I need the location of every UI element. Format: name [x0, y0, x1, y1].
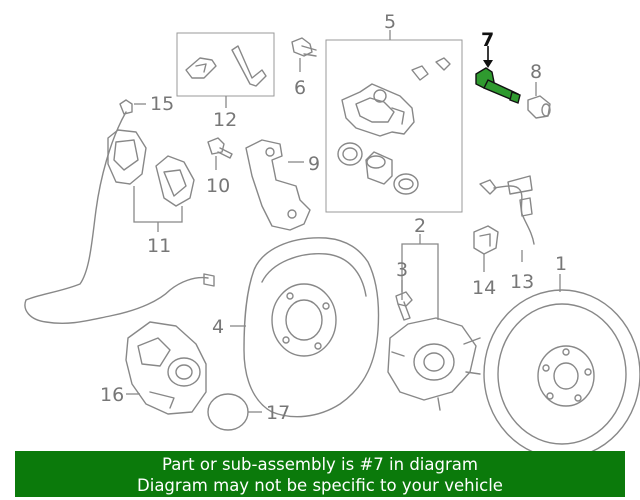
callout-9: 9 [308, 153, 320, 175]
part-5-caliper [337, 57, 451, 195]
callout-7: 7 [481, 29, 494, 51]
part-16-caliper-motor [125, 321, 207, 415]
callout-3: 3 [396, 259, 408, 281]
callout-7-arrow [483, 46, 493, 68]
callout-8: 8 [530, 61, 542, 83]
part-11-brake-pads [107, 129, 195, 207]
part-2-hub [387, 317, 481, 411]
part-13-sensor [479, 175, 535, 245]
callout-2: 2 [414, 215, 426, 237]
callout-13: 13 [510, 271, 534, 293]
callout-16: 16 [100, 384, 124, 406]
callout-4: 4 [212, 316, 224, 338]
callout-15: 15 [150, 93, 174, 115]
callout-14: 14 [472, 277, 496, 299]
callout-11: 11 [147, 235, 171, 257]
callout-6: 6 [294, 77, 306, 99]
part-9-bracket [245, 139, 311, 231]
notice-line-1: Part or sub-assembly is #7 in diagram [162, 455, 478, 474]
part-14-bracket [473, 225, 499, 255]
part-7-pin-bolt [475, 67, 521, 104]
part-1-rotor [483, 289, 640, 459]
callout-10: 10 [206, 175, 230, 197]
callout-17: 17 [266, 402, 290, 424]
part-3-bolt [395, 291, 413, 321]
group-box-5 [325, 39, 463, 213]
part-4-dust-shield [243, 237, 380, 418]
callout-1: 1 [555, 253, 567, 275]
callout-5: 5 [384, 11, 396, 33]
callout-12: 12 [213, 109, 237, 131]
part-6-bleeder [291, 37, 317, 57]
notice-line-2: Diagram may not be specific to your vehi… [137, 476, 503, 495]
part-10-bolt [207, 137, 233, 159]
part-8-boot [527, 95, 551, 119]
part-17-o-ring [207, 393, 249, 431]
part-15-sensor-wire [24, 99, 215, 325]
notice-banner: Part or sub-assembly is #7 in diagram Di… [15, 451, 625, 497]
part-12-clips [185, 45, 267, 87]
